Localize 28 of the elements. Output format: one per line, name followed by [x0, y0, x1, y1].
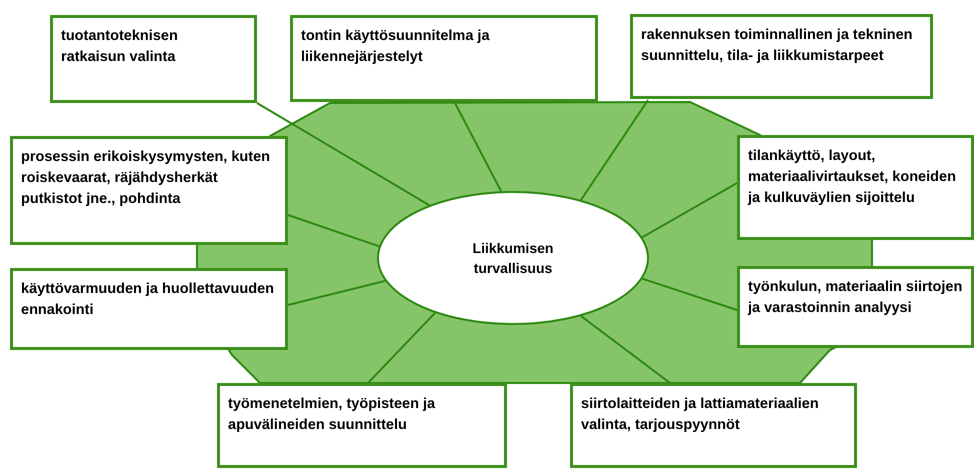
spoke-line [367, 312, 436, 384]
spoke-line [580, 99, 649, 201]
topic-box [217, 383, 507, 468]
topic-text: rakennuksen toiminnallinen ja tekninen suunnittelu, tila- ja liikkumistarpeet [641, 26, 914, 66]
topic-text: työnkulun, materiaalin siirtojen ja varastoinnin analyysi [748, 278, 963, 318]
spoke-line [256, 102, 430, 206]
spoke-line [642, 182, 738, 238]
topic-box [737, 266, 974, 348]
topic-box [10, 268, 288, 350]
topic-box [290, 15, 598, 102]
spoke-line [454, 102, 502, 192]
topic-box [570, 383, 857, 468]
topic-box [737, 135, 974, 240]
topic-text: tilankäyttö, layout, materiaalivirtaukset, koneiden ja kulkuväylien sijoittelu [748, 147, 957, 208]
spoke-line [288, 280, 386, 306]
center-label: Liikkumisen turvallisuus [472, 239, 554, 278]
topic-text: tontin käyttösuunnitelma ja liikennejärjestelyt [301, 27, 491, 67]
spoke-line [642, 278, 738, 311]
spoke-line [580, 315, 671, 384]
topic-text: käyttövarmuuden ja huollettavuuden ennakointi [21, 280, 275, 320]
topic-box [50, 15, 257, 103]
topic-text: tuotantoteknisen ratkaisun valinta [61, 27, 179, 67]
topic-box [10, 136, 288, 245]
topic-text: prosessin erikoiskysymysten, kuten roiskevaarat, räjähdysherkät putkistot jne., pohdinta [21, 148, 272, 209]
topic-text: työmenetelmien, työpisteen ja apuvälineiden suunnittelu [228, 395, 436, 435]
topic-text: siirtolaitteiden ja lattiamateriaalien valinta, tarjouspyynnöt [581, 395, 820, 435]
topic-box [630, 14, 933, 99]
spoke-line [288, 214, 380, 248]
